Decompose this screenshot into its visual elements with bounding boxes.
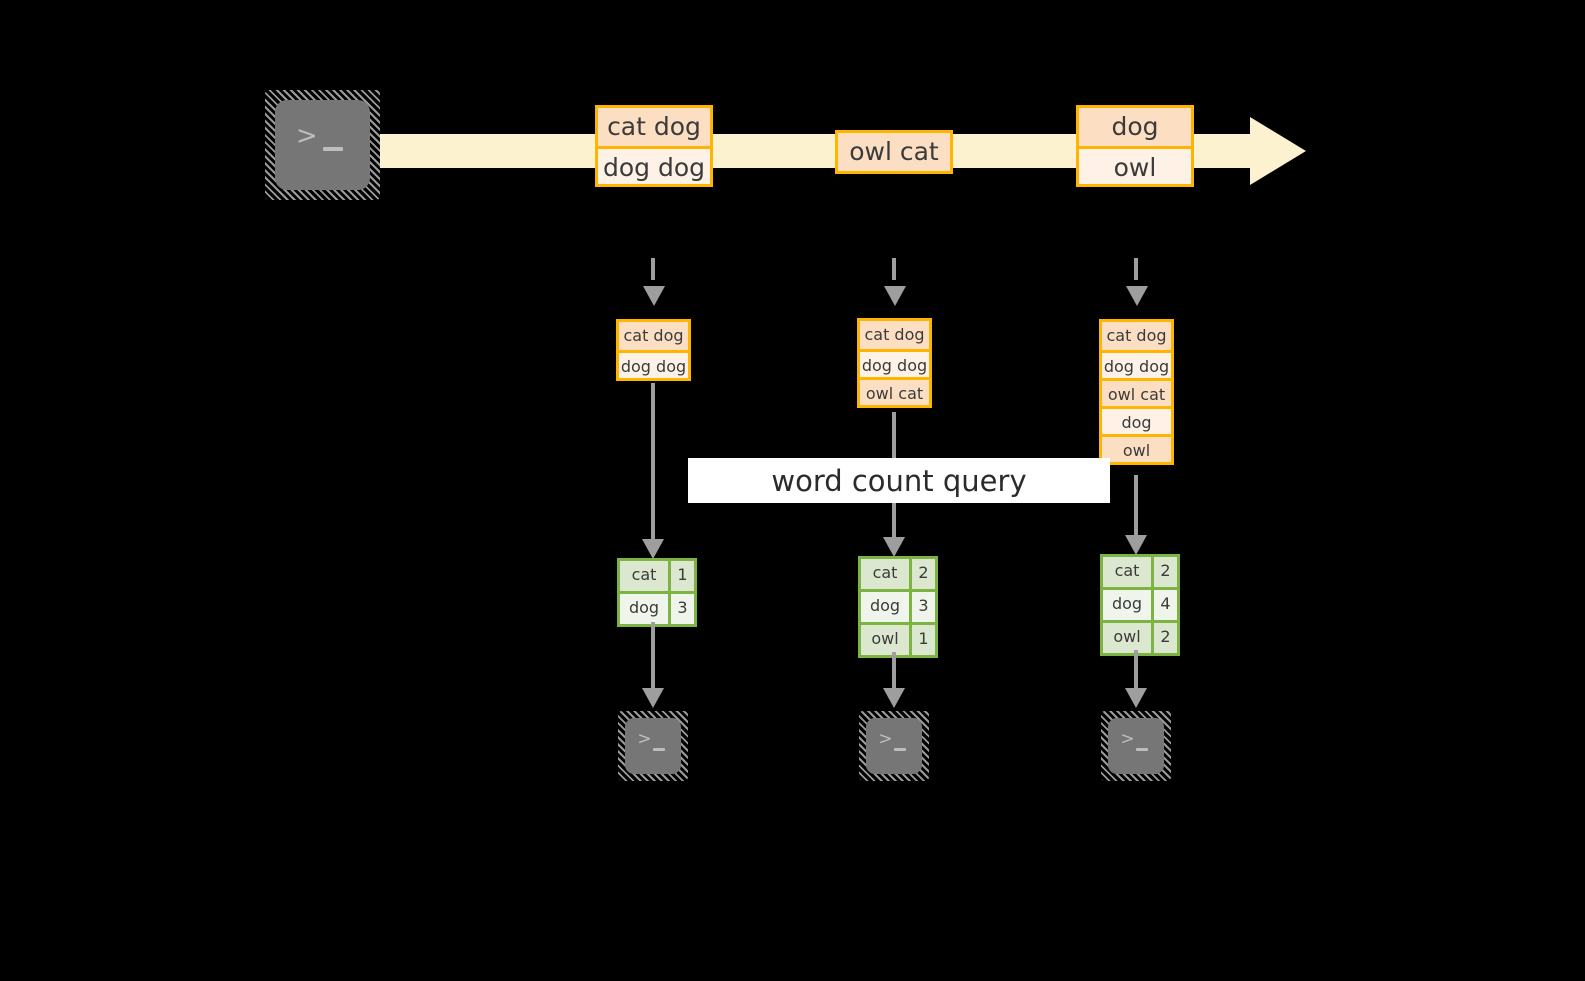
- result-count: 2: [1151, 623, 1177, 653]
- prompt-chevron-icon: >: [637, 729, 652, 750]
- sink-terminal-icon-3[interactable]: >: [1101, 711, 1171, 781]
- snapshot-input-3[interactable]: cat dog dog dog owl cat dog owl: [1099, 319, 1174, 465]
- snapshot-result-1[interactable]: cat 1 dog 3: [617, 558, 697, 627]
- prompt-chevron-icon: >: [295, 121, 318, 152]
- result-word: owl: [1103, 623, 1151, 653]
- sink-connector-arrowhead-1: [642, 688, 664, 708]
- prompt-chevron-icon: >: [1120, 729, 1135, 750]
- result-count: 4: [1151, 590, 1177, 620]
- query-label: word count query: [688, 458, 1110, 503]
- input-line: dog dog: [619, 350, 688, 378]
- prompt-chevron-icon: >: [878, 729, 893, 750]
- result-count: 2: [909, 559, 935, 589]
- record-line: owl: [1079, 146, 1191, 184]
- snapshot-input-1[interactable]: cat dog dog dog: [616, 319, 691, 381]
- input-line: dog: [1102, 406, 1171, 434]
- sink-connector-3: [1134, 650, 1138, 696]
- result-word: cat: [861, 559, 909, 589]
- input-line: owl: [1102, 434, 1171, 462]
- snapshot-tap-arrowhead-2: [884, 286, 906, 306]
- input-line: cat dog: [619, 322, 688, 350]
- source-terminal-icon[interactable]: >: [265, 90, 380, 200]
- snapshot-tap-arrowhead-3: [1126, 286, 1148, 306]
- query-connector-arrowhead-2: [883, 537, 905, 557]
- result-count: 1: [909, 625, 935, 655]
- record-line: dog: [1079, 108, 1191, 146]
- snapshot-tap-arrowhead-1: [643, 286, 665, 306]
- result-count: 3: [668, 594, 694, 624]
- record-line: dog dog: [598, 146, 710, 184]
- sink-connector-1: [651, 622, 655, 696]
- result-word: cat: [1103, 557, 1151, 587]
- table-row: cat 1: [620, 561, 694, 591]
- sink-connector-arrowhead-2: [883, 688, 905, 708]
- stream-record-3[interactable]: dog owl: [1076, 105, 1194, 187]
- prompt-cursor-icon: [322, 146, 344, 151]
- input-line: dog dog: [1102, 350, 1171, 378]
- record-line: cat dog: [598, 108, 710, 146]
- snapshot-input-2[interactable]: cat dog dog dog owl cat: [857, 318, 932, 408]
- stream-arrowhead: [1250, 117, 1306, 185]
- table-row: dog 3: [620, 591, 694, 624]
- table-row: dog 3: [861, 589, 935, 622]
- query-connector-1: [651, 383, 655, 547]
- result-word: dog: [861, 592, 909, 622]
- terminal-screen: >: [1108, 718, 1164, 774]
- sink-connector-2: [892, 652, 896, 696]
- terminal-screen: >: [275, 100, 370, 190]
- input-line: dog dog: [860, 349, 929, 377]
- snapshot-result-2[interactable]: cat 2 dog 3 owl 1: [858, 556, 938, 658]
- input-line: owl cat: [860, 377, 929, 405]
- result-count: 2: [1151, 557, 1177, 587]
- result-count: 3: [909, 592, 935, 622]
- terminal-screen: >: [866, 718, 922, 774]
- terminal-screen: >: [625, 718, 681, 774]
- snapshot-tap-line-2: [892, 258, 896, 280]
- prompt-cursor-icon: [653, 748, 666, 752]
- input-line: owl cat: [1102, 378, 1171, 406]
- prompt-cursor-icon: [894, 748, 907, 752]
- result-word: dog: [1103, 590, 1151, 620]
- result-count: 1: [668, 561, 694, 591]
- sink-terminal-icon-2[interactable]: >: [859, 711, 929, 781]
- table-row: owl 2: [1103, 620, 1177, 653]
- query-connector-3: [1134, 475, 1138, 545]
- result-word: dog: [620, 594, 668, 624]
- stream-record-2[interactable]: owl cat: [835, 130, 953, 174]
- table-row: cat 2: [861, 559, 935, 589]
- input-line: cat dog: [860, 321, 929, 349]
- snapshot-tap-line-1: [651, 258, 655, 280]
- table-row: dog 4: [1103, 587, 1177, 620]
- input-line: cat dog: [1102, 322, 1171, 350]
- table-row: cat 2: [1103, 557, 1177, 587]
- record-line: owl cat: [838, 133, 950, 171]
- table-row: owl 1: [861, 622, 935, 655]
- snapshot-tap-line-3: [1134, 258, 1138, 280]
- query-connector-arrowhead-3: [1125, 535, 1147, 555]
- sink-connector-arrowhead-3: [1125, 688, 1147, 708]
- result-word: cat: [620, 561, 668, 591]
- prompt-cursor-icon: [1136, 748, 1149, 752]
- query-connector-arrowhead-1: [642, 539, 664, 559]
- result-word: owl: [861, 625, 909, 655]
- stream-record-1[interactable]: cat dog dog dog: [595, 105, 713, 187]
- snapshot-result-3[interactable]: cat 2 dog 4 owl 2: [1100, 554, 1180, 656]
- sink-terminal-icon-1[interactable]: >: [618, 711, 688, 781]
